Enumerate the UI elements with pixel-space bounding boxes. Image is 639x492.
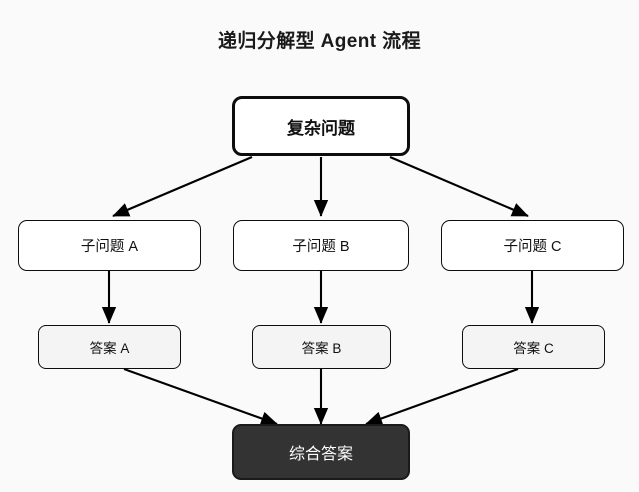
edge-root-to-sub-a <box>112 156 253 217</box>
node-final-synthesized-answer[interactable]: 综合答案 <box>232 424 410 480</box>
node-sub-b-label: 子问题 B <box>292 239 350 255</box>
page-title: 递归分解型 Agent 流程 <box>218 31 421 52</box>
node-sub-question-c[interactable]: 子问题 C <box>441 220 624 271</box>
edge-ans-a-to-final <box>123 368 278 426</box>
node-root-complex-problem[interactable]: 复杂问题 <box>232 96 410 156</box>
edge-ans-c-to-final <box>365 368 519 426</box>
node-sub-a-label: 子问题 A <box>80 239 139 255</box>
node-ans-c-label: 答案 C <box>513 341 554 356</box>
node-sub-c-label: 子问题 C <box>503 239 562 255</box>
node-answer-a[interactable]: 答案 A <box>38 325 181 369</box>
node-sub-question-a[interactable]: 子问题 A <box>18 220 201 271</box>
node-sub-question-b[interactable]: 子问题 B <box>233 220 409 271</box>
node-root-label: 复杂问题 <box>287 118 355 138</box>
node-answer-c[interactable]: 答案 C <box>462 325 605 369</box>
node-answer-b[interactable]: 答案 B <box>252 325 391 369</box>
edge-root-to-sub-c <box>389 156 529 217</box>
node-ans-a-label: 答案 A <box>89 341 130 356</box>
node-ans-b-label: 答案 B <box>301 341 342 356</box>
node-final-label: 综合答案 <box>288 446 353 463</box>
